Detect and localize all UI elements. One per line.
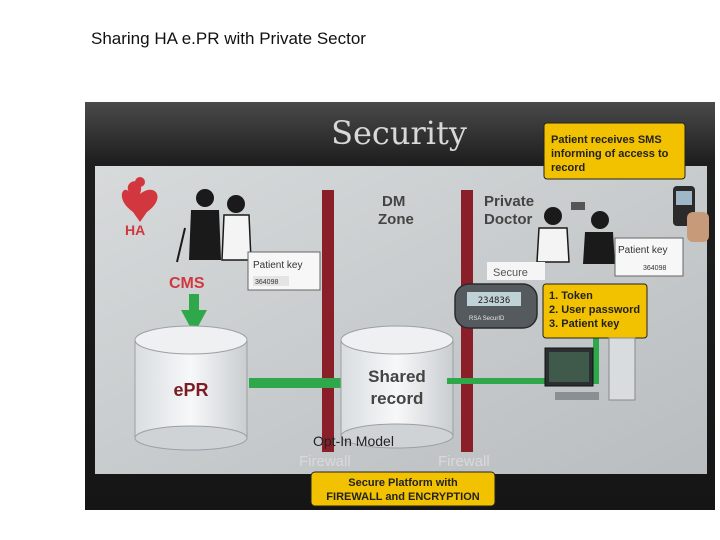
cms-label: CMS <box>169 275 205 292</box>
svg-text:ePR: ePR <box>173 380 208 400</box>
private-doctor-illustration <box>536 202 615 264</box>
svg-text:234836: 234836 <box>478 296 511 306</box>
svg-text:Zone: Zone <box>378 211 414 228</box>
svg-text:Patient receives SMS: Patient receives SMS <box>551 134 662 146</box>
svg-text:FIREWALL and ENCRYPTION: FIREWALL and ENCRYPTION <box>326 491 479 503</box>
shared-to-doctor-link <box>447 378 597 384</box>
svg-text:Doctor: Doctor <box>484 211 532 228</box>
svg-text:HA: HA <box>125 222 145 238</box>
firewall-left-label: Firewall <box>299 453 351 470</box>
svg-text:Shared: Shared <box>368 367 426 386</box>
svg-text:2. User password: 2. User password <box>549 304 640 316</box>
security-slide-image: Security Patient receives SMS informing … <box>85 102 715 510</box>
patient-key-card-left: Patient key 364098 <box>247 251 321 291</box>
svg-text:Secure: Secure <box>493 267 528 279</box>
svg-text:364098: 364098 <box>255 279 278 286</box>
svg-text:Secure Platform with: Secure Platform with <box>348 477 458 489</box>
svg-text:RSA SecurID: RSA SecurID <box>469 316 505 322</box>
rsa-token-icon: 234836 RSA SecurID <box>454 283 538 329</box>
mobile-phone-icon <box>673 186 709 242</box>
dm-zone-label: DM <box>382 193 405 210</box>
opt-in-model-caption: Opt-In Model <box>313 433 394 449</box>
firewall-left-bar <box>322 190 334 452</box>
auth-steps-note: 1. Token 2. User password 3. Patient key <box>542 283 648 339</box>
svg-text:informing of access to: informing of access to <box>551 148 669 160</box>
epr-database: ePR <box>134 325 248 451</box>
svg-text:364098: 364098 <box>643 265 666 272</box>
firewall-right-label: Firewall <box>438 453 490 470</box>
svg-text:record: record <box>551 162 585 174</box>
page-title: Sharing HA e.PR with Private Sector <box>91 29 366 48</box>
svg-text:Patient key: Patient key <box>253 260 302 271</box>
slide-heading: Security <box>331 114 467 152</box>
cms-to-epr-arrow <box>181 294 207 334</box>
svg-text:3. Patient key: 3. Patient key <box>549 318 620 330</box>
sms-note: Patient receives SMS informing of access… <box>543 122 686 180</box>
secure-label: Secure <box>487 262 545 280</box>
svg-text:Patient key: Patient key <box>618 245 667 256</box>
doctor-patient-illustration <box>176 189 252 263</box>
private-doctor-label: Private <box>484 193 534 210</box>
svg-text:1. Token: 1. Token <box>549 290 593 302</box>
computer-icon <box>544 337 636 401</box>
shared-record-database: Shared record <box>340 325 454 449</box>
secure-platform-note: Secure Platform with FIREWALL and ENCRYP… <box>310 471 496 507</box>
patient-key-card-right: Patient key 364098 <box>614 237 684 277</box>
ha-logo: HA <box>121 177 158 238</box>
svg-text:record: record <box>371 389 424 408</box>
